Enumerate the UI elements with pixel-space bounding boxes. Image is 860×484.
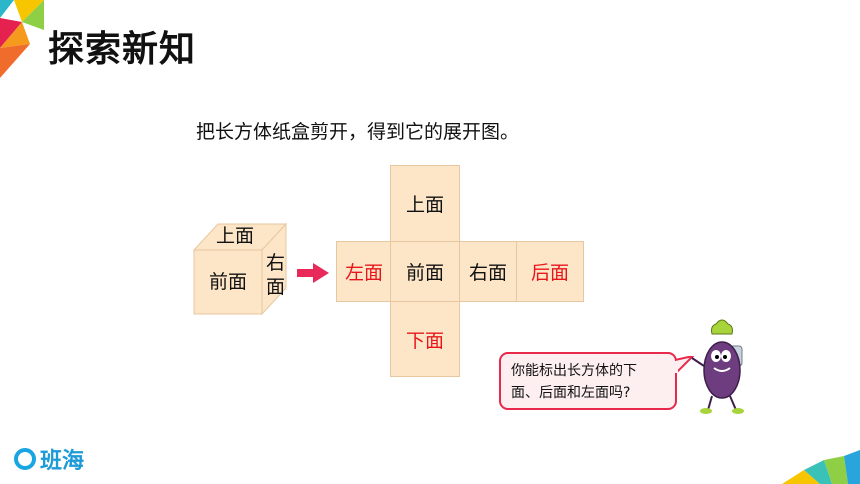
cuboid-illustration [192, 222, 288, 316]
banhai-logo: 班海 [14, 443, 84, 475]
cube-right-label-line2: 面 [266, 276, 286, 298]
corner-decoration-bottom-right [782, 450, 860, 484]
instruction-text: 把长方体纸盒剪开，得到它的展开图。 [196, 121, 520, 143]
logo-text: 班海 [40, 449, 85, 474]
corner-decoration-top-left [0, 0, 44, 78]
net-face-top: 上面 [390, 165, 460, 242]
speech-line-2: 面、后面和左面吗? [511, 385, 631, 401]
speech-bubble-tail [675, 356, 695, 376]
net-face-front: 前面 [390, 241, 460, 302]
cube-front-label: 前面 [209, 271, 248, 293]
net-face-bottom: 下面 [390, 301, 460, 377]
cube-top-label: 上面 [216, 225, 255, 247]
cube-right-label-line1: 右 [266, 252, 286, 274]
logo-ring-icon [14, 448, 36, 470]
page-title: 探索新知 [48, 29, 197, 70]
eggplant-mascot-icon [691, 319, 744, 414]
net-face-right: 右面 [459, 241, 517, 302]
speech-line-1: 你能标出长方体的下 [511, 363, 637, 379]
right-arrow-icon [297, 263, 329, 283]
net-face-left: 左面 [336, 241, 392, 302]
speech-bubble: 你能标出长方体的下 面、后面和左面吗? [499, 352, 677, 410]
net-face-back: 后面 [516, 241, 584, 302]
